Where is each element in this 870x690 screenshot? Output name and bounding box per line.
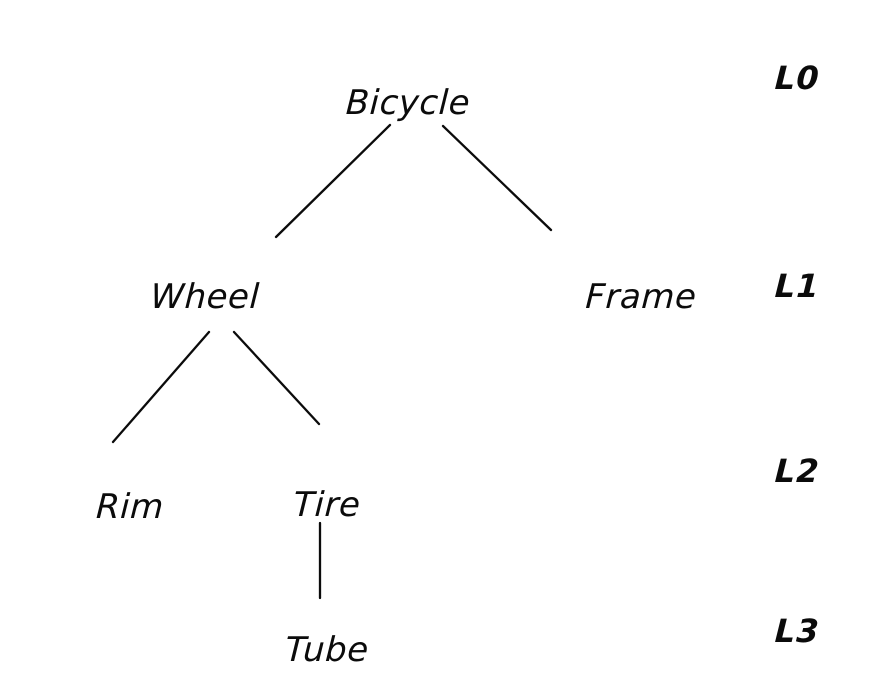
node-bicycle[interactable]: Bicycle: [344, 83, 472, 123]
edge-wheel-tire: [232, 330, 321, 426]
edge-bicycle-wheel: [274, 123, 392, 239]
edge-bicycle-frame: [441, 124, 553, 232]
node-rim[interactable]: Rim: [95, 487, 165, 527]
level-label-l3: L3: [774, 612, 821, 650]
level-label-l1: L1: [774, 267, 821, 305]
level-label-l0: L0: [774, 59, 821, 97]
level-label-l2: L2: [774, 452, 821, 490]
node-tire[interactable]: Tire: [292, 485, 362, 525]
node-tube[interactable]: Tube: [284, 630, 370, 670]
node-frame[interactable]: Frame: [584, 277, 698, 317]
node-wheel[interactable]: Wheel: [149, 277, 261, 317]
edge-wheel-rim: [111, 330, 211, 444]
